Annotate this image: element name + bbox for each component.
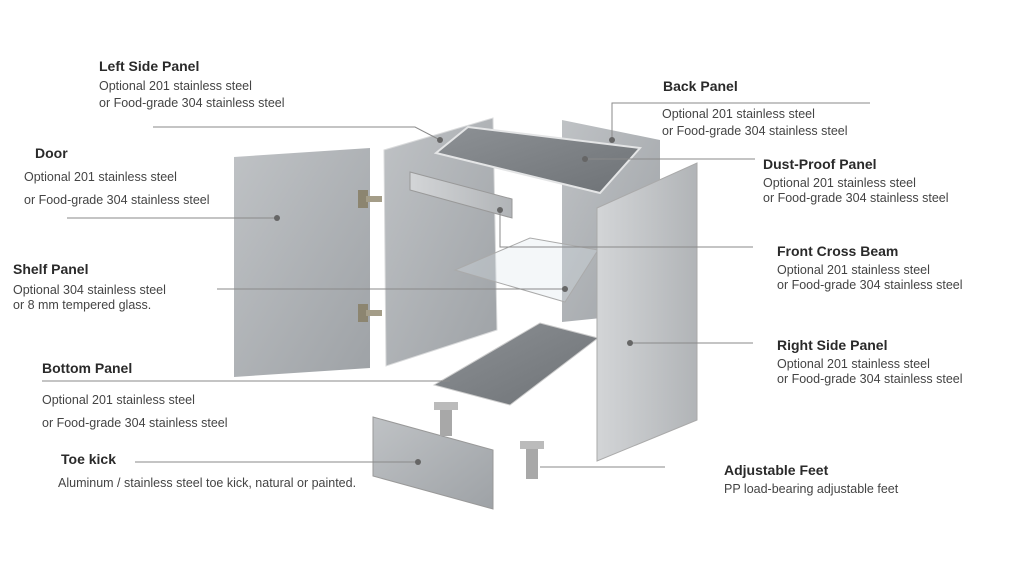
label-desc: PP load-bearing adjustable feet: [724, 482, 899, 496]
adjustable-foot-icon: [520, 441, 544, 479]
label-title: Bottom Panel: [42, 360, 133, 376]
label-desc: or Food-grade 304 stainless steel: [42, 416, 228, 430]
label-title: Dust-Proof Panel: [763, 156, 877, 172]
label-desc: or Food-grade 304 stainless steel: [24, 193, 210, 207]
door: [234, 148, 370, 377]
label-desc: Optional 201 stainless steel: [763, 176, 916, 190]
label-desc: or 8 mm tempered glass.: [13, 298, 152, 312]
label-right-side-panel: Right Side Panel Optional 201 stainless …: [777, 337, 963, 387]
label-title: Front Cross Beam: [777, 243, 899, 259]
label-title: Toe kick: [61, 451, 116, 467]
label-shelf-panel: Shelf Panel Optional 304 stainless steel…: [13, 261, 166, 313]
label-desc: Optional 201 stainless steel: [777, 263, 930, 277]
label-desc: Optional 201 stainless steel: [777, 357, 930, 371]
label-desc: Optional 201 stainless steel: [662, 107, 815, 121]
adjustable-foot-icon: [434, 402, 458, 436]
label-desc: Optional 201 stainless steel: [24, 170, 177, 184]
right-side-panel: [596, 162, 698, 462]
hinge-icon: [358, 304, 382, 322]
label-bottom-panel: Bottom Panel Optional 201 stainless stee…: [42, 360, 228, 432]
label-desc: Optional 201 stainless steel: [99, 79, 252, 93]
label-desc: or Food-grade 304 stainless steel: [777, 372, 963, 386]
hinge-icon: [358, 190, 382, 208]
label-door: Door Optional 201 stainless steel or Foo…: [24, 145, 210, 209]
label-desc: or Food-grade 304 stainless steel: [763, 191, 949, 205]
label-desc: Aluminum / stainless steel toe kick, nat…: [58, 476, 357, 490]
label-title: Adjustable Feet: [724, 462, 829, 478]
label-title: Shelf Panel: [13, 261, 89, 277]
label-adjustable-feet: Adjustable Feet PP load-bearing adjustab…: [724, 462, 898, 498]
label-title: Left Side Panel: [99, 58, 200, 74]
label-title: Door: [35, 145, 68, 161]
label-desc: or Food-grade 304 stainless steel: [777, 278, 963, 292]
label-toe-kick: Toe kick Aluminum / stainless steel toe …: [58, 451, 357, 492]
label-left-side-panel: Left Side Panel Optional 201 stainless s…: [99, 58, 285, 112]
leader-lines: [42, 102, 870, 468]
label-desc: Optional 201 stainless steel: [42, 393, 195, 407]
label-front-cross-beam: Front Cross Beam Optional 201 stainless …: [777, 243, 963, 293]
dust-proof-panel: [433, 125, 643, 195]
label-back-panel: Back Panel Optional 201 stainless steel …: [662, 78, 848, 140]
label-title: Back Panel: [663, 78, 738, 94]
label-desc: or Food-grade 304 stainless steel: [662, 124, 848, 138]
label-title: Right Side Panel: [777, 337, 888, 353]
label-desc: or Food-grade 304 stainless steel: [99, 96, 285, 110]
label-dust-proof-panel: Dust-Proof Panel Optional 201 stainless …: [763, 156, 949, 206]
front-cross-beam: [409, 171, 513, 219]
label-desc: Optional 304 stainless steel: [13, 283, 166, 297]
toe-kick: [372, 416, 494, 510]
